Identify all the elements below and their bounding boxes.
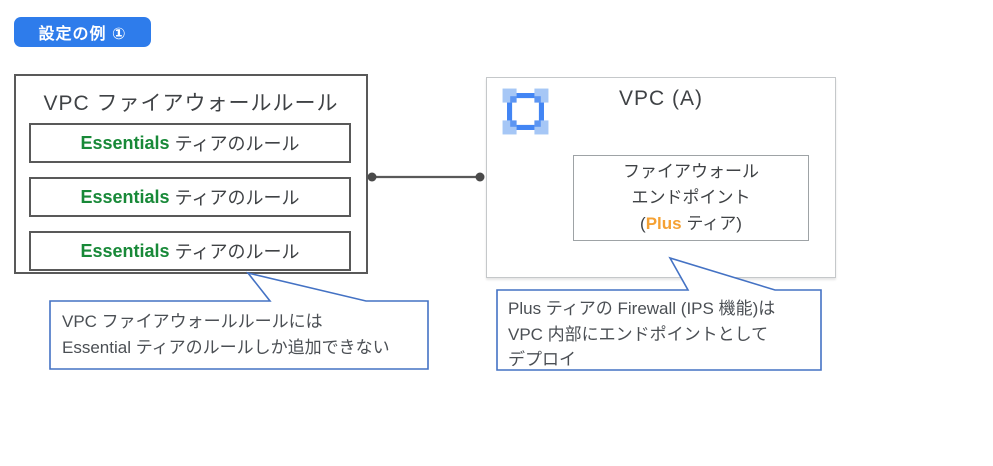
title-badge: 設定の例 ① [14,17,151,47]
rule-label: ティアのルール [169,242,300,262]
callout-line: VPC ファイアウォールルールには [62,312,323,331]
vpc-a-title: VPC (A) [618,87,703,110]
essentials-tier-label: Essentials [80,132,170,153]
essentials-rule-row: Essentials ティアのルール [29,231,351,271]
essentials-rule-row: Essentials ティアのルール [29,123,351,163]
right-callout-text: Plus ティアの Firewall (IPS 機能)は VPC 内部にエンドポ… [497,290,821,370]
vpc-icon [502,88,549,135]
firewall-endpoint-box: ファイアウォール エンドポイント (Plus ティア) [573,155,809,241]
endpoint-paren: ティア) [681,214,742,233]
plus-tier-label: Plus [645,214,682,233]
rule-label: ティアのルール [169,134,300,154]
left-callout-text: VPC ファイアウォールルールには Essential ティアのルールしか追加で… [50,301,428,369]
essentials-tier-label: Essentials [80,186,170,207]
essentials-tier-label: Essentials [80,240,170,261]
callout-line: デプロイ [508,350,576,369]
callout-line: Essential ティアのルールしか追加できない [62,338,390,357]
connector-dot-left [367,172,377,182]
endpoint-line: (Plus ティア) [640,211,742,237]
endpoint-line: ファイアウォール [623,162,759,181]
rule-label: ティアのルール [169,188,300,208]
endpoint-line: エンドポイント [631,188,751,207]
essentials-rule-row: Essentials ティアのルール [29,177,351,217]
vpc-firewall-rules-title: VPC ファイアウォールルール [43,92,339,115]
endpoint-paren: ( [640,214,646,233]
connector-dot-right [475,172,485,182]
callout-line: Plus ティアの Firewall (IPS 機能)は [508,299,776,318]
callout-line: VPC 内部にエンドポイントとして [508,324,769,344]
vpc-a-box: VPC (A) ファイアウォール エンドポイント (Plus ティア) [486,77,836,278]
vpc-firewall-rules-box: VPC ファイアウォールルール Essentials ティアのルール Essen… [14,74,368,274]
